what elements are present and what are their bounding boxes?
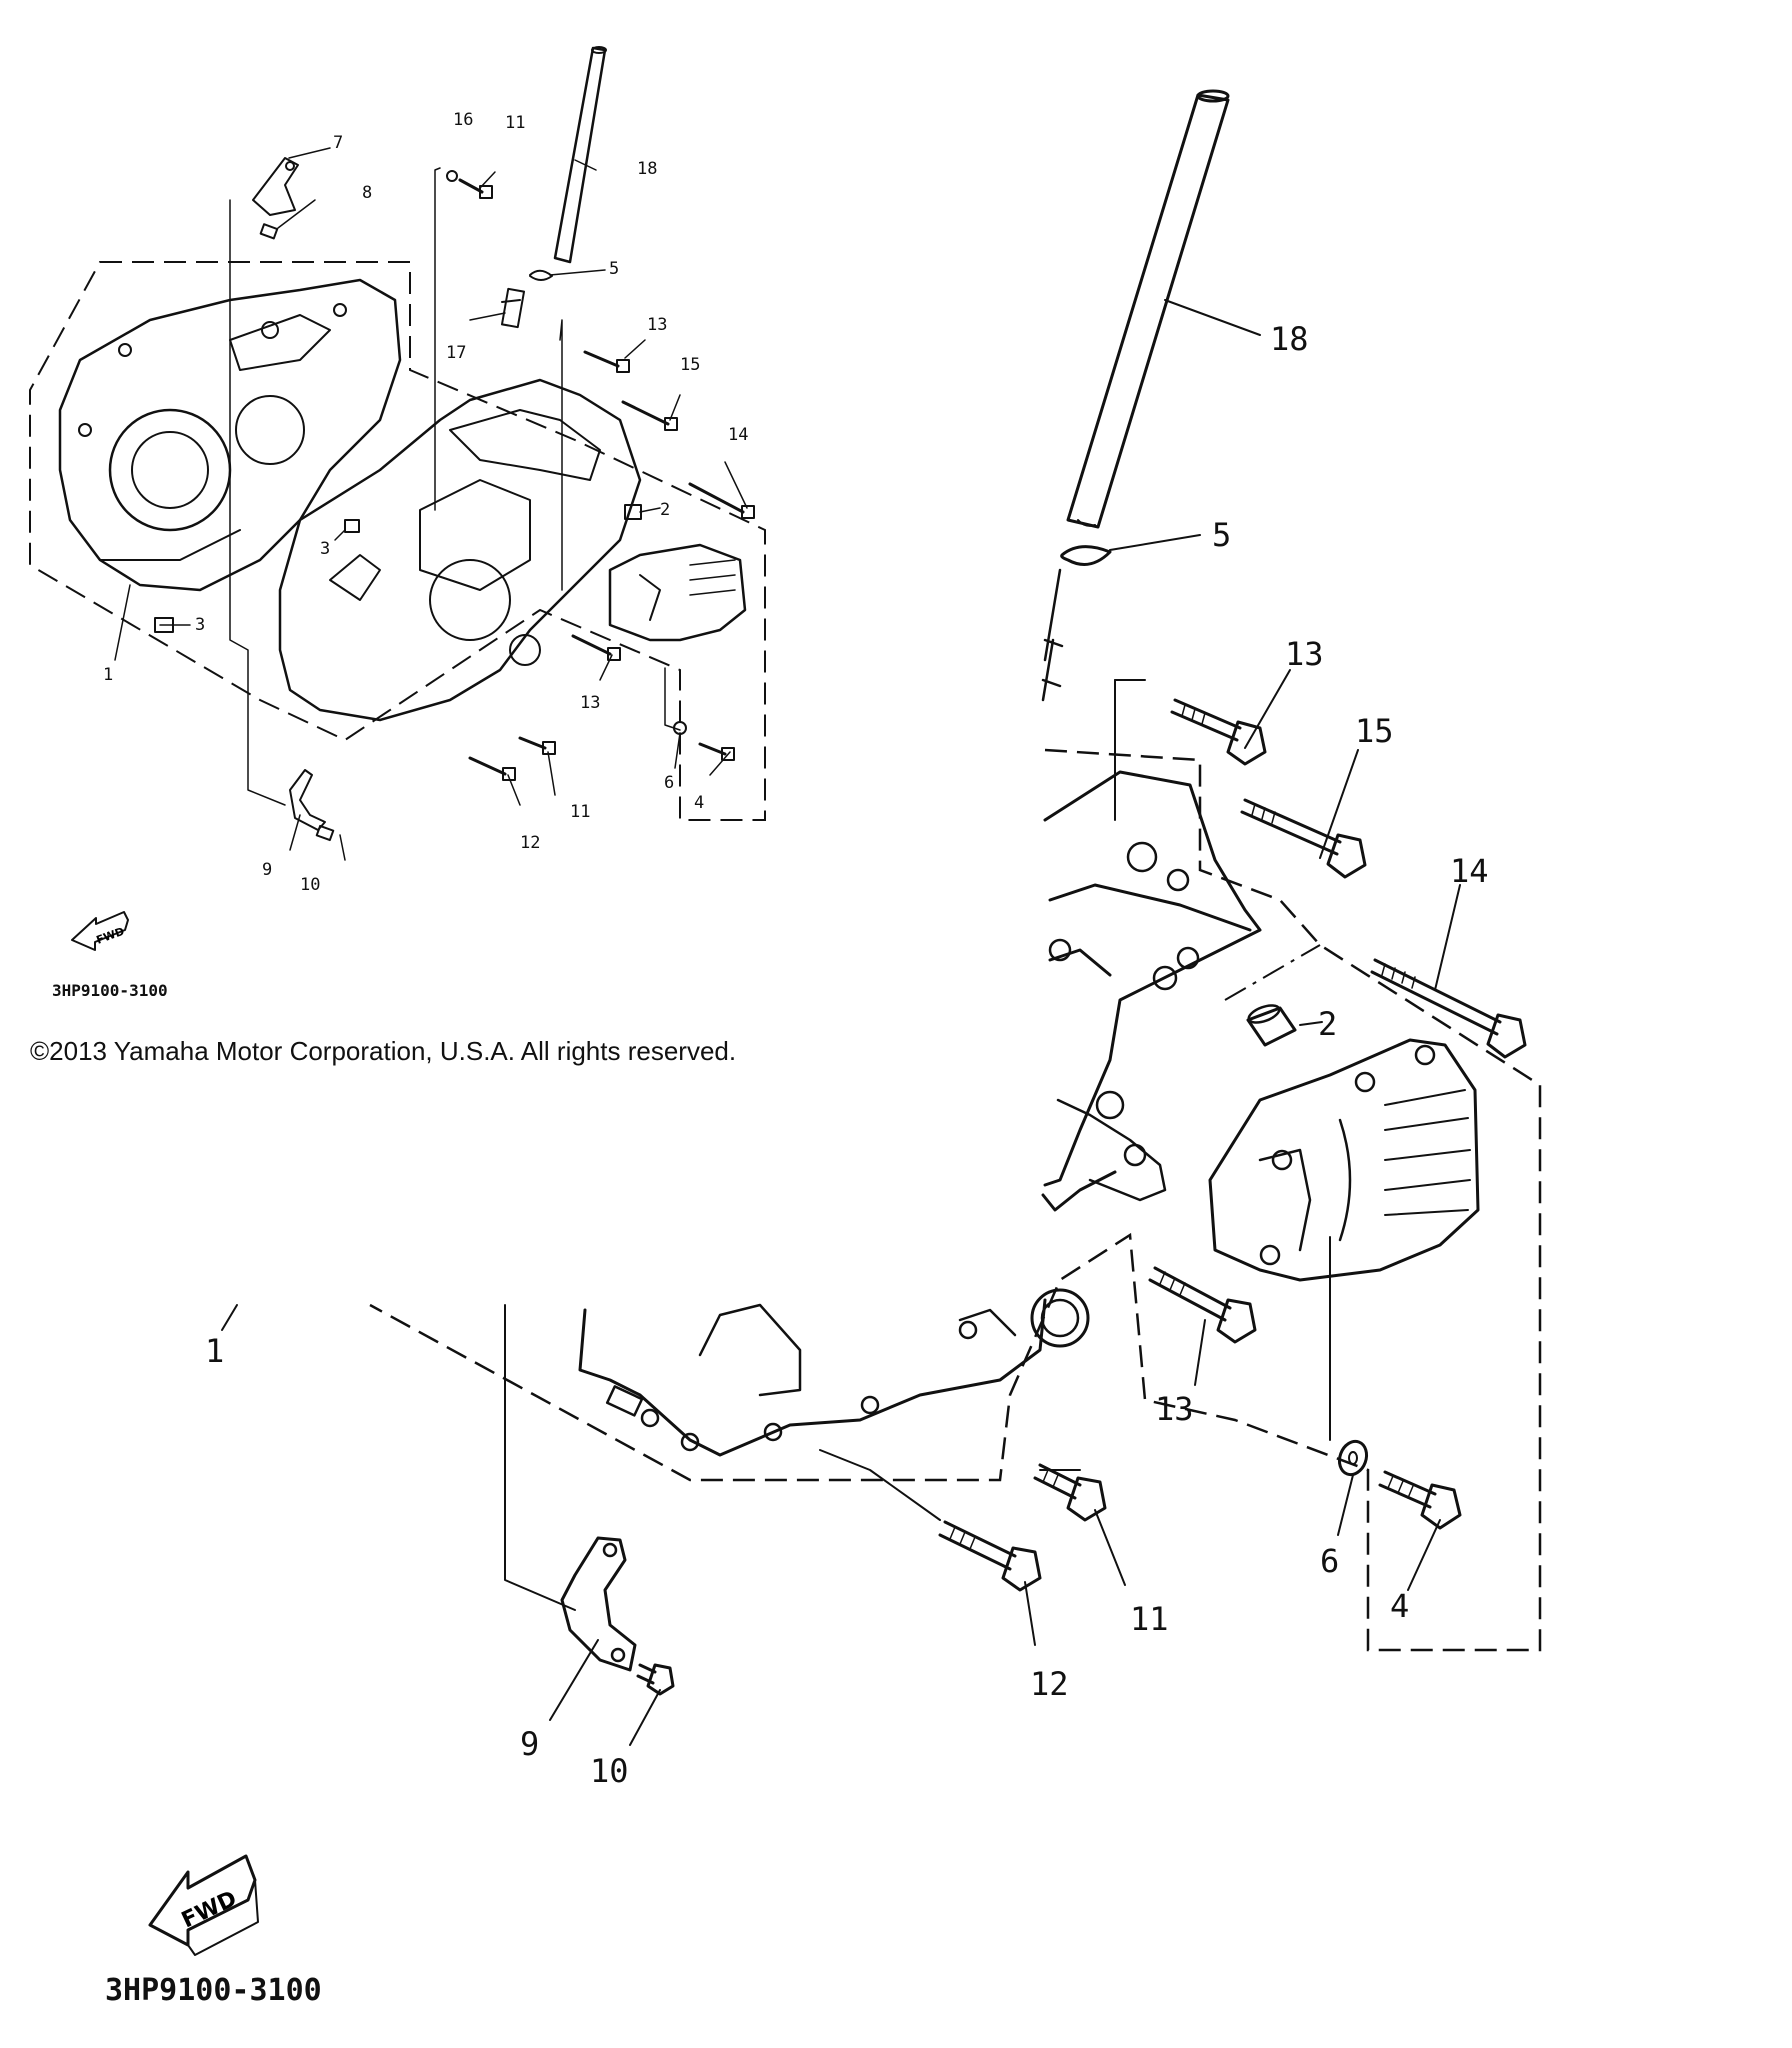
part-label-overview: 7 (333, 133, 343, 153)
part-label-overview: 11 (505, 113, 525, 133)
hose-fitting-17 (500, 287, 526, 329)
part-label-detail: 10 (590, 1752, 629, 1790)
part-label-overview: 4 (694, 793, 704, 813)
part-label-overview: 3 (320, 539, 330, 559)
overview-part-labels: 1 2 3 3 4 5 6 7 8 9 10 11 11 12 13 13 14… (103, 110, 748, 895)
part-label-overview: 5 (609, 259, 619, 279)
part-label-overview: 12 (520, 833, 540, 853)
overview-leaders (114, 147, 748, 861)
diagram-code-small: 3HP9100-3100 (52, 981, 168, 1000)
bracket-9 (560, 1536, 637, 1672)
overview-diagram: 1 2 3 3 4 5 6 7 8 9 10 11 11 12 13 13 14… (29, 46, 766, 1066)
part-label-detail: 1 (205, 1332, 224, 1370)
bolt-4 (1378, 1470, 1462, 1530)
bolt-10 (636, 1663, 675, 1696)
bolt-13-upper (1170, 698, 1267, 766)
detail-cover (1208, 1038, 1480, 1282)
breather-hose-18 (1066, 89, 1230, 529)
dowel-pin-2 (1246, 1004, 1297, 1047)
part-label-detail: 14 (1450, 852, 1489, 890)
part-label-overview: 18 (637, 159, 657, 179)
breather-hose-small (553, 46, 607, 264)
fwd-arrow-large: FWD (148, 1854, 259, 1956)
bolt-15 (1240, 798, 1367, 879)
fwd-arrow-small: FWD (71, 911, 129, 951)
fwd-label-small: FWD (95, 925, 126, 947)
part-label-overview: 15 (680, 355, 700, 375)
part-label-overview: 13 (580, 693, 600, 713)
washer-6 (1337, 1439, 1369, 1477)
part-label-detail: 11 (1130, 1600, 1169, 1638)
bolt-14 (1370, 958, 1527, 1059)
part-label-overview: 3 (195, 615, 205, 635)
part-label-detail: 6 (1320, 1542, 1339, 1580)
part-label-detail: 15 (1355, 712, 1394, 750)
small-cover (608, 543, 747, 642)
bolt-13-lower (1148, 1266, 1257, 1344)
detail-diagram: 1 2 4 5 6 9 10 11 12 13 13 14 15 18 FWD … (105, 89, 1542, 2008)
part-label-overview: 17 (446, 343, 466, 363)
bolt-12 (938, 1520, 1042, 1592)
part-label-overview: 10 (300, 875, 320, 895)
copyright-notice: ©2013 Yamaha Motor Corporation, U.S.A. A… (30, 1036, 736, 1066)
part-label-detail: 5 (1212, 516, 1231, 554)
part-label-overview: 9 (262, 860, 272, 880)
fwd-label-large: FWD (178, 1886, 241, 1933)
part-label-overview: 6 (664, 773, 674, 793)
part-label-detail: 13 (1155, 1390, 1194, 1428)
part-label-overview: 11 (570, 802, 590, 822)
part-label-overview: 14 (728, 425, 748, 445)
part-label-detail: 4 (1390, 1587, 1409, 1625)
part-label-overview: 13 (647, 315, 667, 335)
part-label-detail: 13 (1285, 635, 1324, 673)
detail-leaders (221, 299, 1461, 1746)
diagram-code-large: 3HP9100-3100 (105, 1973, 322, 2008)
part-label-overview: 1 (103, 665, 113, 685)
part-label-overview: 2 (660, 500, 670, 520)
part-label-overview: 8 (362, 183, 372, 203)
part-label-detail: 2 (1318, 1005, 1337, 1043)
detail-part-labels: 1 2 4 5 6 9 10 11 12 13 13 14 15 18 (205, 320, 1489, 1790)
detail-crankcase (578, 770, 1262, 1457)
bolt-11 (1033, 1463, 1107, 1522)
part-label-detail: 18 (1270, 320, 1309, 358)
left-crankcase-half (58, 278, 402, 592)
right-crankcase-half (278, 378, 642, 722)
part-label-overview: 16 (453, 110, 473, 130)
part-label-detail: 12 (1030, 1665, 1069, 1703)
part-label-detail: 9 (520, 1725, 539, 1763)
